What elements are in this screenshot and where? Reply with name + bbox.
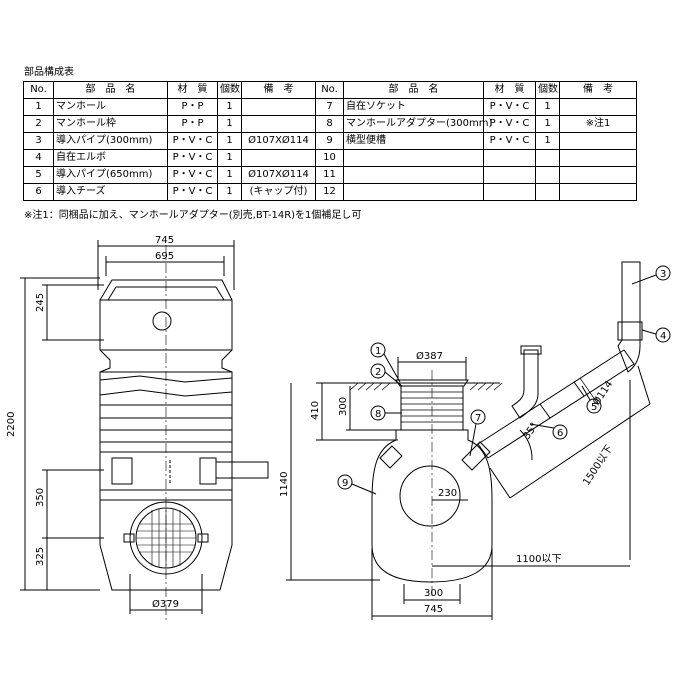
callout-label-3: 3 — [660, 269, 666, 280]
elbow-4 — [617, 321, 643, 341]
dim-base-745: 745 — [424, 604, 443, 615]
inlet-pipe-long — [477, 349, 635, 459]
front-manhole-cover — [129, 501, 203, 575]
table-header-row: No. 部 品 名 材 質 個数 備 考 No. 部 品 名 材 質 個数 備 … — [23, 81, 637, 99]
tee-branch — [511, 349, 539, 419]
callout-label-1: 1 — [375, 346, 381, 357]
side-tank-outline — [371, 429, 493, 583]
side-tank-port — [399, 465, 461, 527]
dim-1500: 1500以下 — [581, 444, 615, 488]
callout-7 — [470, 409, 486, 425]
dim-300-vertical: 300 — [338, 397, 349, 416]
socket-7 — [461, 441, 491, 471]
front-top-hole — [152, 311, 172, 331]
callout-label-2: 2 — [375, 367, 381, 378]
callout-label-6: 6 — [557, 428, 563, 439]
dim-total-height: 2200 — [6, 412, 17, 437]
callout-1 — [370, 342, 386, 358]
table-cell — [559, 183, 637, 201]
table-note: ※注1：同梱品に加え、マンホールアダプター(別売,BT-14R)を1個補足し可 — [24, 210, 362, 221]
table-cell: P・V・C — [167, 183, 218, 201]
dim-1100: 1100以下 — [516, 554, 561, 565]
callout-label-5: 5 — [591, 402, 597, 413]
callout-3 — [655, 265, 671, 281]
callout-5 — [586, 398, 602, 414]
parts-table: No. 部 品 名 材 質 個数 備 考 No. 部 品 名 材 質 個数 備 … — [23, 81, 637, 201]
callout-label-9: 9 — [342, 478, 348, 489]
vertical-pipe-3 — [617, 261, 641, 373]
dim-opening-dia: Ø387 — [416, 350, 443, 362]
dim-manhole-dia: Ø379 — [152, 598, 179, 610]
dim-top-outer: 745 — [155, 235, 174, 246]
front-tank-outline — [99, 279, 233, 591]
callout-label-7: 7 — [475, 413, 481, 424]
callout-label-8: 8 — [375, 409, 381, 420]
front-view: 745 695 2200 245 350 325 — [6, 235, 269, 620]
front-left-port — [111, 457, 133, 485]
dim-top-inner: 695 — [155, 251, 174, 262]
side-view: Ø387 230 410 300 1140 — [279, 261, 671, 620]
dim-mid: 350 — [35, 488, 46, 507]
callout-6 — [552, 424, 568, 440]
dim-230: 230 — [438, 488, 457, 499]
callout-label-4: 4 — [660, 331, 666, 342]
dim-1140: 1140 — [279, 472, 290, 497]
callout-9 — [337, 474, 353, 490]
dim-base-300: 300 — [424, 588, 443, 599]
dim-bottom: 325 — [35, 547, 46, 566]
dim-410: 410 — [310, 401, 321, 420]
callout-4 — [655, 327, 671, 343]
callout-2 — [370, 363, 386, 379]
manhole-frame — [395, 379, 469, 387]
dim-top-section: 245 — [35, 293, 46, 312]
front-inlet-pipe — [215, 461, 269, 479]
table-title: 部品構成表 — [24, 67, 74, 78]
